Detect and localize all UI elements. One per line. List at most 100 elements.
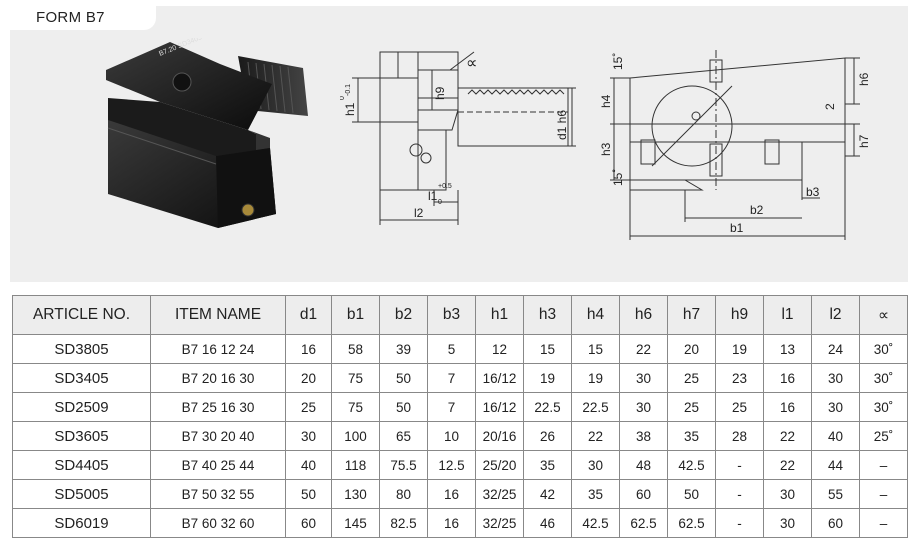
table-cell: 50 — [379, 392, 428, 422]
table-cell: 42.5 — [571, 508, 620, 538]
table-cell: 75 — [331, 392, 380, 422]
table-cell: 20 — [667, 334, 716, 364]
table-cell: 16 — [763, 363, 812, 393]
table-cell: 75.5 — [379, 450, 428, 480]
table-cell: 44 — [811, 450, 860, 480]
table-cell: 39 — [379, 334, 428, 364]
table-cell: 62.5 — [619, 508, 668, 538]
table-cell: 46 — [523, 508, 572, 538]
table-cell: 130 — [331, 479, 380, 509]
table-cell: 50 — [285, 479, 332, 509]
table-cell: 19 — [715, 334, 764, 364]
table-cell: - — [715, 508, 764, 538]
h4-label: h4 — [599, 94, 613, 108]
l1-tol-top: +0.5 — [438, 183, 452, 190]
table-cell: 40 — [811, 421, 860, 451]
table-cell: 19 — [523, 363, 572, 393]
table-cell: 28 — [715, 421, 764, 451]
item-name-cell: B7 30 20 40 — [150, 421, 286, 451]
h1-label: h1 — [343, 102, 357, 116]
table-cell: 75 — [331, 363, 380, 393]
article-number-cell: SD6019 — [12, 508, 151, 538]
table-cell: 30 — [763, 479, 812, 509]
table-cell: 16/12 — [475, 392, 524, 422]
front-view — [610, 50, 860, 240]
table-cell: 5 — [427, 334, 476, 364]
article-number-cell: SD4405 — [12, 450, 151, 480]
b1-label: b1 — [730, 221, 744, 235]
deg15-top-label: 15˚ — [611, 53, 625, 70]
table-cell: 15 — [571, 334, 620, 364]
table-cell: 145 — [331, 508, 380, 538]
table-cell: 38 — [619, 421, 668, 451]
h6-label: h6 — [857, 72, 871, 86]
table-cell: 26 — [523, 421, 572, 451]
table-cell: 30˚ — [859, 363, 908, 393]
column-header: b1 — [331, 295, 380, 335]
h7-label: h7 — [857, 134, 871, 148]
column-header: b2 — [379, 295, 428, 335]
item-name-cell: B7 25 16 30 — [150, 392, 286, 422]
l1-tol-bot: 0 — [438, 199, 442, 206]
table-cell: 118 — [331, 450, 380, 480]
column-header: ∝ — [859, 295, 908, 335]
technical-drawing: ∝ h1 0 -0.1 h9 d1 h6 l1 +0.5 0 l2 15˚ 15… — [340, 50, 871, 240]
tool-holder-photo: B7.20 SD3405 — [106, 38, 308, 228]
table-cell: – — [859, 450, 908, 480]
table-cell: 30 — [811, 363, 860, 393]
item-name-cell: B7 40 25 44 — [150, 450, 286, 480]
table-cell: 16 — [427, 508, 476, 538]
table-cell: 50 — [379, 363, 428, 393]
table-cell: 100 — [331, 421, 380, 451]
h9-label: h9 — [433, 86, 447, 100]
table-cell: 22 — [571, 421, 620, 451]
table-cell: 22 — [763, 421, 812, 451]
table-cell: 32/25 — [475, 479, 524, 509]
table-cell: 24 — [811, 334, 860, 364]
table-cell: 25 — [667, 363, 716, 393]
table-cell: 7 — [427, 392, 476, 422]
table-cell: 30˚ — [859, 334, 908, 364]
column-header: h9 — [715, 295, 764, 335]
table-cell: 80 — [379, 479, 428, 509]
h3-label: h3 — [599, 142, 613, 156]
table-cell: 22.5 — [523, 392, 572, 422]
column-header: b3 — [427, 295, 476, 335]
table-cell: 30 — [619, 363, 668, 393]
b2-label: b2 — [750, 203, 764, 217]
table-cell: 35 — [523, 450, 572, 480]
table-cell: 65 — [379, 421, 428, 451]
table-cell: 82.5 — [379, 508, 428, 538]
table-cell: – — [859, 479, 908, 509]
article-number-cell: SD2509 — [12, 392, 151, 422]
table-cell: 40 — [285, 450, 332, 480]
table-cell: 22 — [619, 334, 668, 364]
table-cell: 20 — [285, 363, 332, 393]
column-header: l2 — [811, 295, 860, 335]
table-cell: 13 — [763, 334, 812, 364]
column-header: h7 — [667, 295, 716, 335]
item-name-cell: B7 50 32 55 — [150, 479, 286, 509]
alpha-label: ∝ — [466, 55, 477, 72]
table-cell: 22.5 — [571, 392, 620, 422]
column-header: h6 — [619, 295, 668, 335]
table-cell: 20/16 — [475, 421, 524, 451]
table-cell: 15 — [523, 334, 572, 364]
side-view — [352, 51, 576, 225]
column-header: h3 — [523, 295, 572, 335]
article-number-cell: SD3805 — [12, 334, 151, 364]
table-cell: 50 — [667, 479, 716, 509]
item-name-cell: B7 20 16 30 — [150, 363, 286, 393]
table-cell: 23 — [715, 363, 764, 393]
form-tab — [10, 6, 156, 30]
table-cell: 12.5 — [427, 450, 476, 480]
table-cell: 22 — [763, 450, 812, 480]
table-cell: 16 — [763, 392, 812, 422]
